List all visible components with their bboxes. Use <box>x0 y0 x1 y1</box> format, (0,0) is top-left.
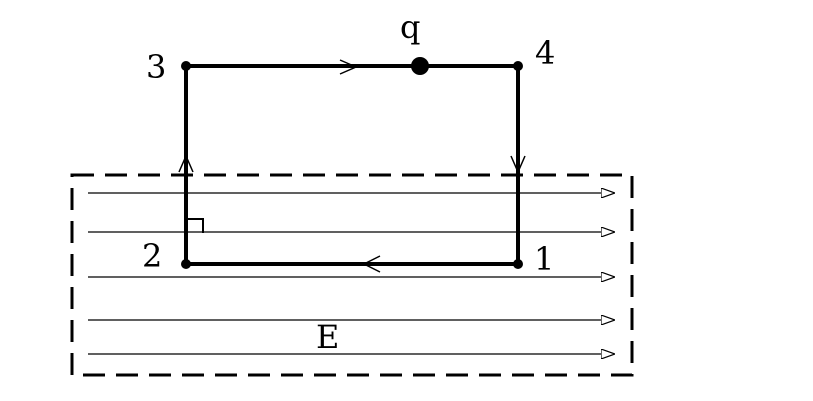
field-region-boundary <box>70 173 634 377</box>
closed-path-loop <box>184 64 520 266</box>
path-direction-arrow-right <box>510 155 526 174</box>
label-point-1: 1 <box>534 240 554 278</box>
path-direction-arrow-bottom <box>362 255 381 273</box>
point-2 <box>181 259 191 269</box>
field-lines <box>88 193 614 354</box>
label-point-2: 2 <box>142 237 162 275</box>
path-direction-arrow-left <box>178 154 194 173</box>
label-charge-q: q <box>400 8 420 46</box>
right-angle-marker <box>188 218 204 233</box>
point-1 <box>513 259 523 269</box>
charge-q <box>411 57 429 75</box>
label-point-3: 3 <box>146 48 166 86</box>
point-3 <box>181 61 191 71</box>
label-field-e: E <box>316 318 339 356</box>
point-4 <box>513 61 523 71</box>
label-point-4: 4 <box>535 34 555 72</box>
path-direction-arrow-top <box>339 59 358 75</box>
